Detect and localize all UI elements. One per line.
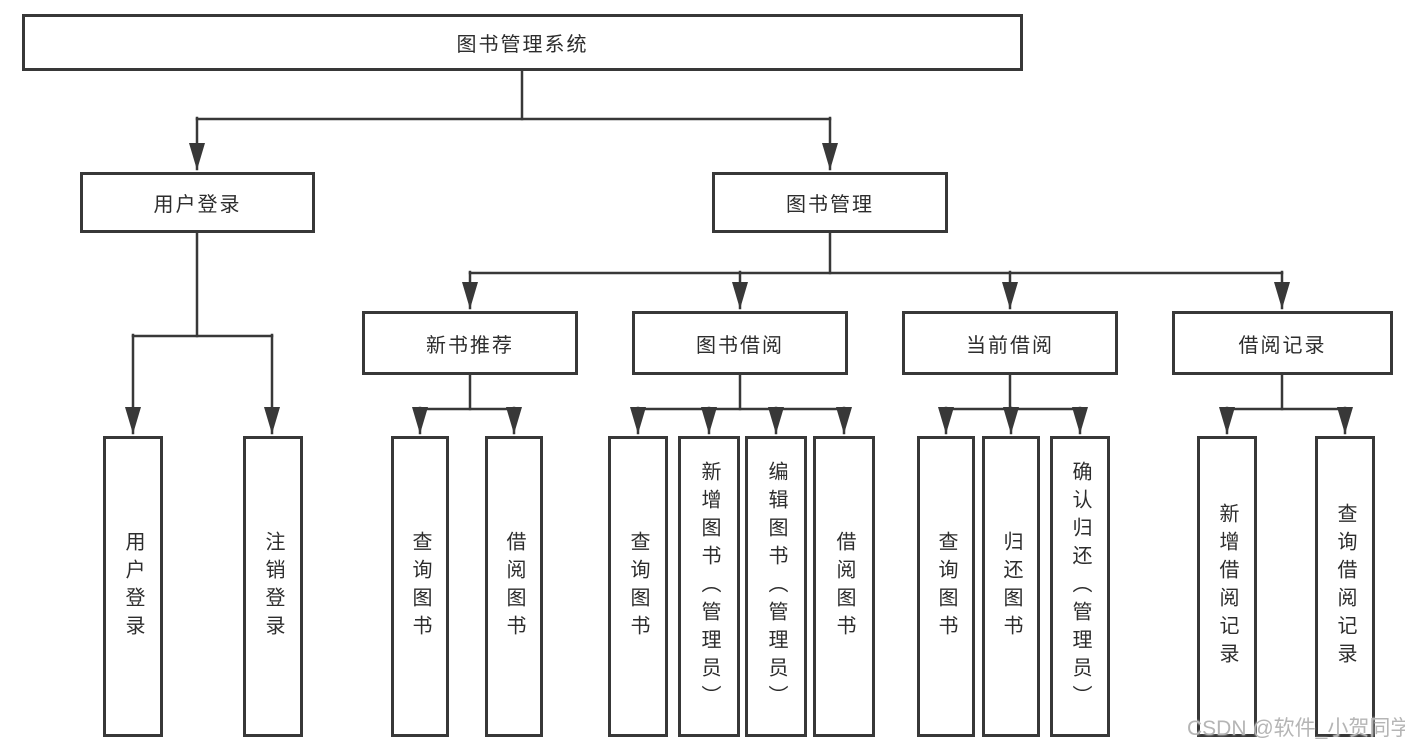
node-leaf-query-books: 查询图书 [391,436,449,737]
node-new-book-recommend: 新书推荐 [362,311,578,375]
csdn-watermark: CSDN @软件_小贺同学 [1187,717,1405,740]
node-leaf-return-books: 归还图书 [982,436,1040,737]
node-label: 借阅图书 [503,530,525,643]
node-leaf-query-books-2: 查询图书 [608,436,668,737]
node-label: 查询图书 [627,530,649,643]
node-leaf-query-books-3: 查询图书 [917,436,975,737]
node-leaf-borrow-books-2: 借阅图书 [813,436,875,737]
node-label: 注销登录 [262,530,284,643]
node-book-borrow: 图书借阅 [632,311,848,375]
connector-root [189,69,838,171]
connector-book-borrow [630,373,852,435]
node-leaf-add-book-admin: 新增图书（管理员） [678,436,740,737]
node-leaf-query-borrow-record: 查询借阅记录 [1315,436,1375,737]
connector-user-login [125,231,280,435]
connector-new-book-recommend [412,373,522,435]
connector-book-management [462,231,1290,310]
node-user-login: 用户登录 [80,172,315,233]
node-label: 确认归还（管理员） [1069,460,1091,713]
node-leaf-add-borrow-record: 新增借阅记录 [1197,436,1257,737]
node-label: 编辑图书（管理员） [765,460,787,713]
node-label: 图书借阅 [696,334,784,357]
node-label: 用户登录 [153,194,242,216]
node-leaf-user-login: 用户登录 [103,436,163,737]
node-leaf-confirm-return-admin: 确认归还（管理员） [1050,436,1110,737]
node-label: 用户登录 [122,530,144,643]
node-leaf-borrow-books: 借阅图书 [485,436,543,737]
node-borrow-records: 借阅记录 [1172,311,1393,375]
node-label: 查询图书 [935,530,957,643]
connector-borrow-records [1219,373,1353,435]
node-label: 当前借阅 [966,334,1054,357]
node-label: 借阅图书 [833,530,855,643]
node-label: 归还图书 [1000,530,1022,643]
connector-current-borrow [938,373,1088,435]
node-label: 查询图书 [409,530,431,643]
node-library-system: 图书管理系统 [22,14,1023,71]
node-label: 新增借阅记录 [1216,502,1238,671]
node-label: 图书管理系统 [456,34,589,56]
node-label: 图书管理 [786,194,874,216]
node-leaf-logout: 注销登录 [243,436,303,737]
node-book-management: 图书管理 [712,172,948,233]
node-current-borrow: 当前借阅 [902,311,1118,375]
node-label: 查询借阅记录 [1334,502,1356,671]
node-label: 借阅记录 [1238,334,1327,357]
node-label: 新增图书（管理员） [698,460,720,713]
node-leaf-edit-book-admin: 编辑图书（管理员） [745,436,807,737]
node-label: 新书推荐 [426,334,514,357]
